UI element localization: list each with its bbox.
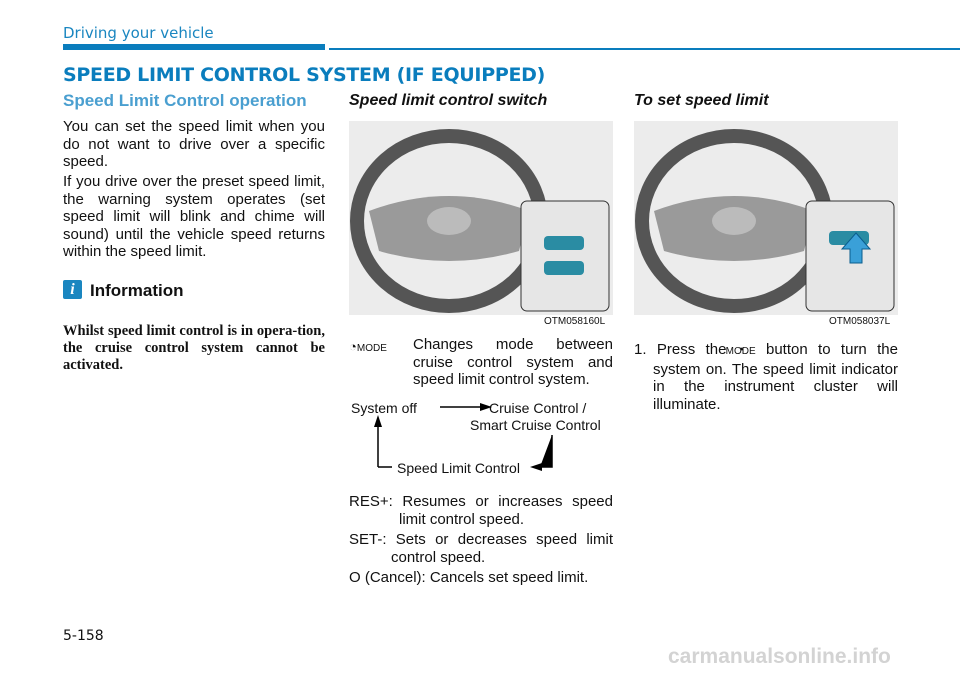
diagram-smart-cruise: Smart Cruise Control [470,417,601,433]
info-icon: i [63,280,82,299]
diagram-speed-limit: Speed Limit Control [397,460,520,476]
mode-diagram-arrows [374,403,553,471]
watermark: carmanualsonline.info [668,645,891,668]
steering-wheel-image [634,121,898,315]
diagram-system-off: System off [351,400,417,416]
cancel-description: O (Cancel): Cancels set speed limit. [349,569,589,586]
subheading: Speed Limit Control operation [63,91,307,110]
set-description: SET-: Sets or decreases speed limit cont… [349,531,613,566]
page-title: SPEED LIMIT CONTROL SYSTEM (IF EQUIPPED) [63,64,545,86]
info-body: Whilst speed limit control is in opera-t… [63,323,325,373]
mode-button-icon: ◔MODE [349,339,387,354]
mode-button-icon: ◔MODE [725,342,756,357]
steering-wheel-image [349,121,613,315]
step-1: 1. Press the ◔MODE button to turn the sy… [634,341,898,413]
header-line [329,48,960,50]
image-caption: OTM058160L [544,316,606,327]
mode-description: Changes mode between cruise control syst… [413,336,613,388]
diagram-cruise: Cruise Control / [489,400,587,416]
page-number: 5-158 [63,628,104,644]
heading-set-limit: To set speed limit [634,92,769,109]
res-description: RES+: Resumes or increases speed limit c… [349,493,613,528]
heading-switch: Speed limit control switch [349,92,548,109]
header-bar [63,44,325,50]
section-title: Driving your vehicle [63,24,214,42]
paragraph: If you drive over the preset speed limit… [63,173,325,260]
info-title: Information [90,281,184,300]
paragraph: You can set the speed limit when you do … [63,118,325,170]
image-caption: OTM058037L [829,316,891,327]
